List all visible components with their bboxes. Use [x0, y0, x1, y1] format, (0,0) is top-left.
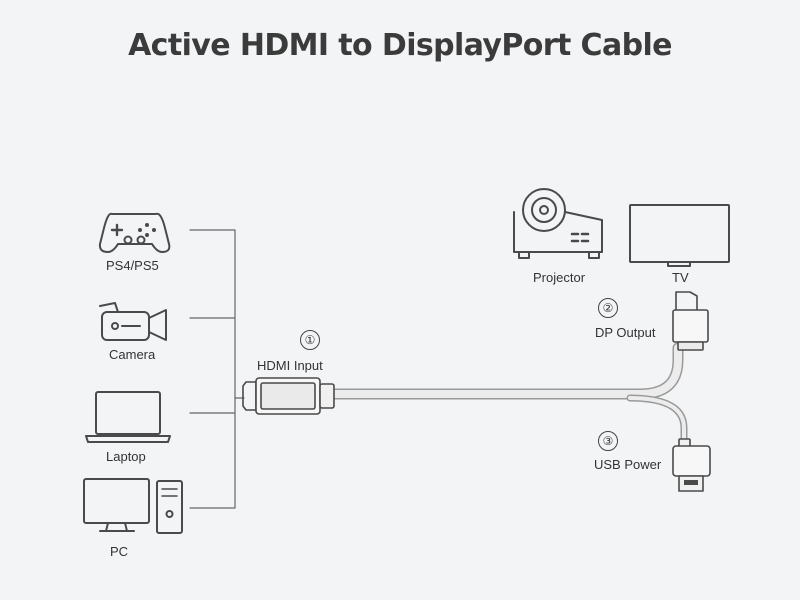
- gamepad-icon: [98, 212, 171, 253]
- camera-icon: [99, 302, 167, 341]
- source-label-ps4-ps5: PS4/PS5: [106, 258, 159, 273]
- projector-icon: [513, 188, 603, 259]
- port-label-hdmi-input: HDMI Input: [257, 358, 323, 373]
- hdmi-connector-icon: [242, 377, 335, 415]
- diagram-title: Active HDMI to DisplayPort Cable: [128, 28, 672, 63]
- laptop-icon: [85, 391, 171, 443]
- source-bracket: [189, 229, 245, 509]
- dp-connector-icon: [672, 291, 709, 351]
- port-label-usb-power: USB Power: [594, 457, 662, 472]
- desktop-pc-icon: [83, 478, 183, 534]
- tv-icon: [629, 204, 730, 267]
- port-number-hdmi: ①: [300, 330, 320, 350]
- source-label-pc: PC: [110, 544, 129, 559]
- output-label-tv: TV: [672, 270, 689, 285]
- port-number-dp: ②: [598, 298, 618, 318]
- port-number-usb: ③: [598, 431, 618, 451]
- source-label-laptop: Laptop: [106, 449, 146, 464]
- usb-connector-icon: [672, 438, 711, 492]
- cable: [324, 342, 688, 444]
- port-label-dp-output: DP Output: [595, 325, 656, 340]
- output-label-projector: Projector: [533, 270, 586, 285]
- source-label-camera: Camera: [109, 347, 156, 362]
